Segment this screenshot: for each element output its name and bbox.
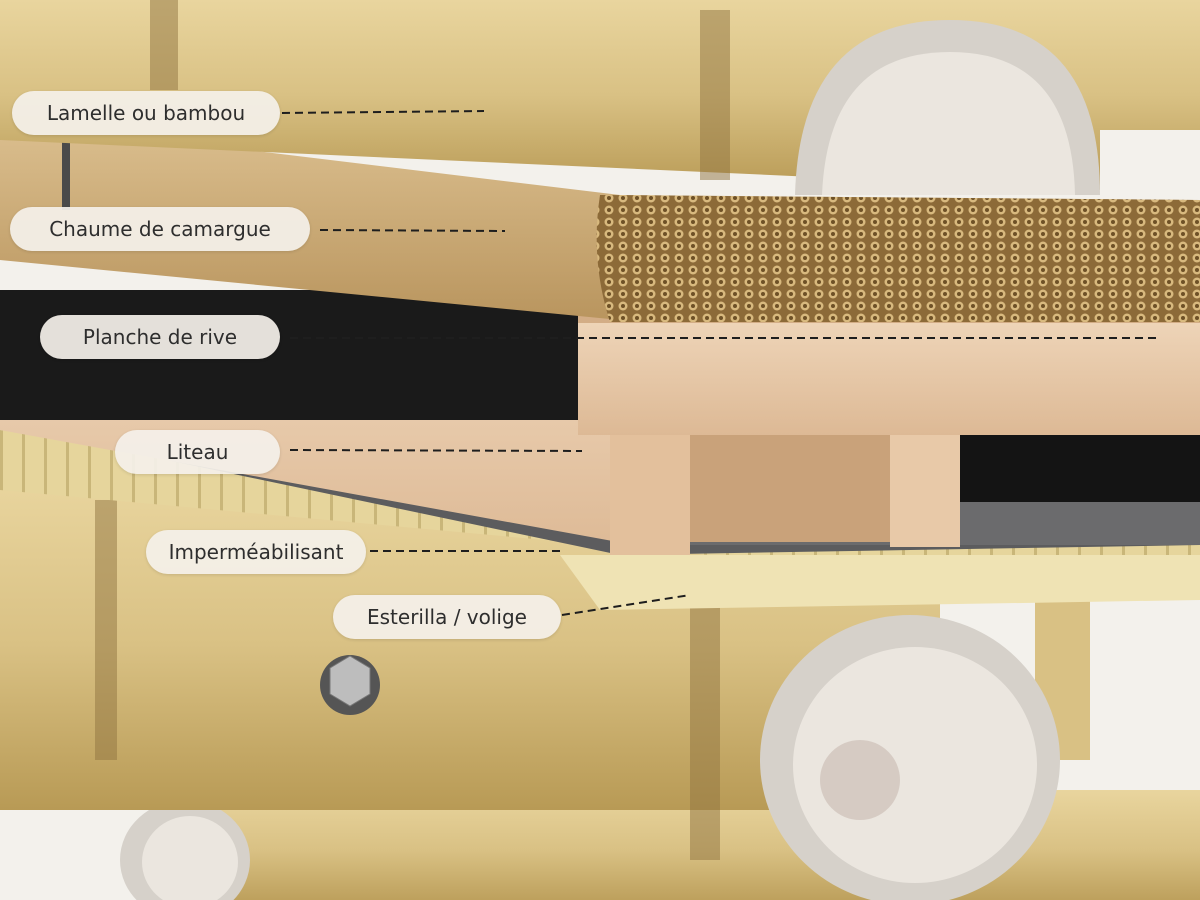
label-liteau: Liteau — [115, 430, 280, 474]
label-planche-de-rive: Planche de rive — [40, 315, 280, 359]
leader-line-chaume — [319, 229, 506, 232]
label-lamelle-bambou: Lamelle ou bambou — [12, 91, 280, 135]
bolt-head — [320, 655, 380, 715]
thatch-layer — [0, 120, 1200, 322]
leader-line-liteau — [289, 449, 583, 452]
label-esterilla-volige: Esterilla / volige — [333, 595, 561, 639]
volige-board — [560, 555, 1200, 610]
label-impermeabilisant: Imperméabilisant — [146, 530, 366, 574]
leader-line-lamelle — [281, 110, 485, 114]
upper-bamboo-pole — [0, 0, 1200, 195]
label-chaume-camargue: Chaume de camargue — [10, 207, 310, 251]
leader-line-esterilla — [561, 594, 691, 616]
leader-lines — [281, 110, 1160, 616]
gap-shadow — [960, 432, 1200, 502]
